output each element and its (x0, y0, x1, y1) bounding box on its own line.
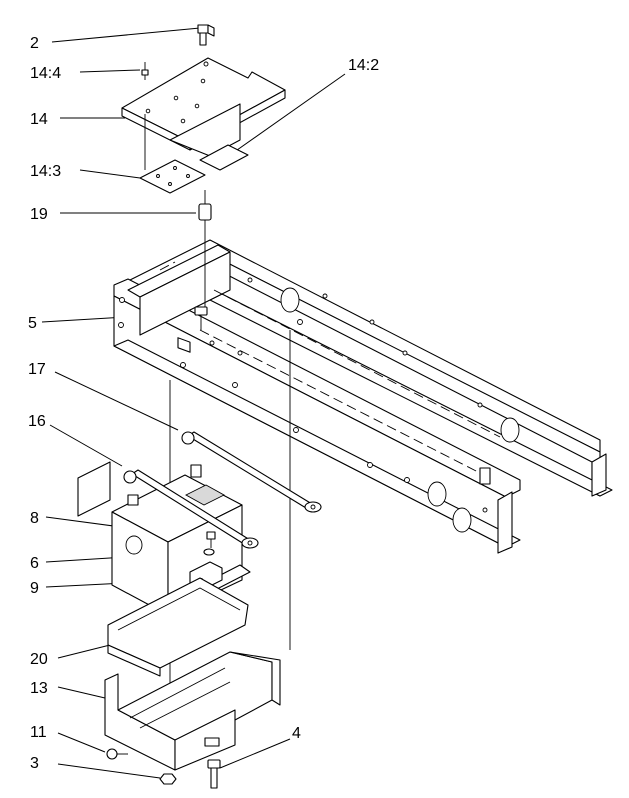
bolt-11 (106, 748, 128, 760)
callout-3: 3 (30, 755, 39, 772)
screw-14-4 (141, 62, 149, 80)
leader-13 (57, 686, 106, 699)
callout-19: 19 (30, 206, 48, 223)
bolt-4 (207, 759, 221, 789)
leader-3 (57, 763, 161, 779)
callout-14-3: 14:3 (30, 163, 61, 180)
callout-labels: 2 14:4 14:2 14 14:3 19 5 17 16 8 6 9 20 … (28, 35, 379, 772)
callout-4: 4 (292, 725, 301, 742)
frame-rails (113, 239, 613, 554)
callout-16: 16 (28, 413, 46, 430)
callout-13: 13 (30, 680, 48, 697)
leader-16 (49, 424, 123, 467)
leader-14-4 (79, 69, 141, 73)
bolt-8 (206, 531, 216, 548)
callout-20: 20 (30, 651, 48, 668)
leader-20 (57, 644, 111, 659)
leader-4 (219, 738, 291, 769)
callout-6: 6 (30, 555, 39, 572)
knob-2 (197, 24, 215, 46)
bracket-13 (104, 651, 281, 771)
tray-20 (107, 577, 249, 677)
cable-17 (181, 431, 322, 513)
cable-16 (123, 469, 259, 549)
callout-14-4: 14:4 (30, 65, 61, 82)
callout-9: 9 (30, 580, 39, 597)
mount-plate (121, 57, 286, 170)
bolt-5 (194, 306, 208, 330)
nut-6 (203, 548, 215, 556)
callout-14-2: 14:2 (348, 57, 379, 74)
leader-lines (41, 27, 346, 779)
leader-14-2 (229, 73, 346, 156)
callout-11: 11 (30, 724, 47, 741)
nut-3 (159, 773, 177, 785)
callout-8: 8 (30, 510, 39, 527)
leader-11 (57, 732, 106, 753)
spacer-19 (198, 190, 212, 240)
leader-14-3 (79, 169, 141, 179)
callout-17: 17 (28, 361, 46, 378)
pad-14-2 (199, 144, 249, 171)
callout-14: 14 (30, 111, 48, 128)
callout-2: 2 (30, 35, 39, 52)
leader-2 (51, 27, 201, 43)
plate-14-3 (139, 159, 206, 194)
leader-17 (54, 371, 179, 431)
callout-5: 5 (28, 315, 37, 332)
